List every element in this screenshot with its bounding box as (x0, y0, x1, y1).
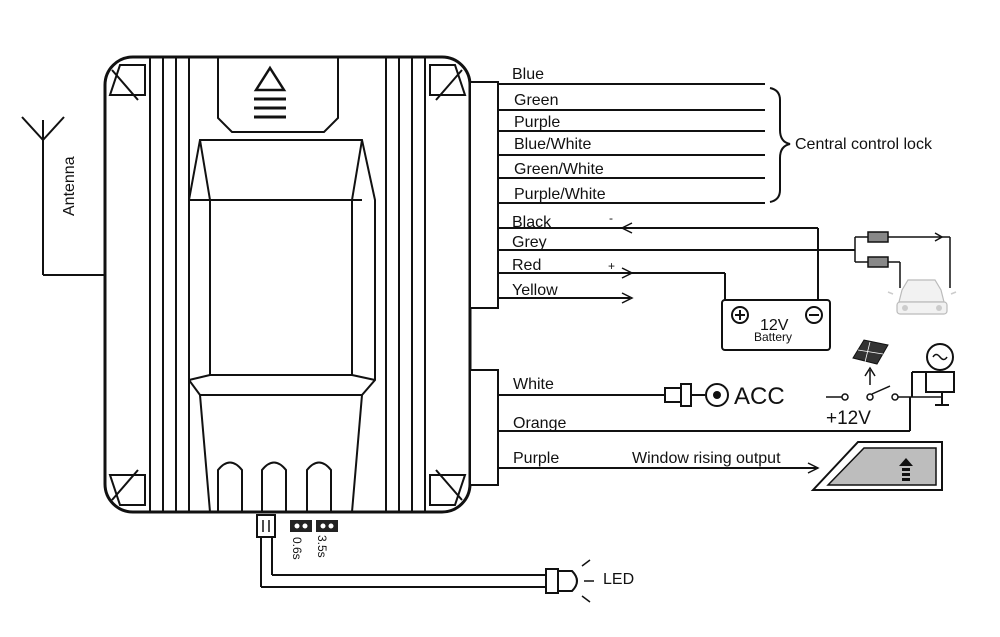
wire-label-green: Green (514, 92, 558, 109)
plus12v-label: +12V (826, 408, 871, 429)
solar-panel-icon (852, 339, 889, 365)
led-label: LED (603, 571, 634, 588)
wire-group-central-lock (498, 83, 791, 204)
wire-label-white: White (513, 376, 554, 393)
battery-label: Battery (754, 330, 792, 344)
bulb-icon (911, 343, 955, 406)
wire-label-black: Black (512, 214, 552, 231)
window-icon (810, 441, 943, 491)
light-relay (854, 231, 951, 288)
battery-icon (721, 299, 831, 351)
wire-label-purple-white: Purple/White (514, 186, 606, 203)
led-icon (545, 559, 594, 603)
wire-label-yellow: Yellow (512, 282, 558, 299)
acc-label: ACC (734, 383, 785, 410)
wire-label-blue: Blue (512, 66, 544, 83)
antenna-icon (21, 116, 105, 276)
window-output-label: Window rising output (632, 450, 781, 467)
wire-label-green-white: Green/White (514, 161, 604, 178)
wire-label-orange: Orange (513, 415, 566, 432)
led-wiring (256, 514, 550, 588)
battery-voltage: 12V (760, 317, 789, 334)
control-unit (103, 55, 499, 514)
jumper-label-3-5s: 3.5s (315, 535, 329, 558)
wire-label-red: Red (512, 257, 541, 274)
minus-sign: - (609, 211, 613, 225)
central-lock-label: Central control lock (795, 136, 933, 153)
wire-label-purple-window: Purple (513, 450, 559, 467)
wire-label-grey: Grey (512, 234, 547, 251)
wire-group-power (498, 222, 855, 304)
jumper-icon (290, 520, 338, 532)
acc-connector-icon (664, 383, 729, 407)
jumper-label-0-6s: 0.6s (290, 537, 304, 560)
wire-group-accessory (498, 394, 911, 474)
plus-sign: + (608, 259, 615, 273)
wire-label-purple: Purple (514, 114, 560, 131)
wire-label-blue-white: Blue/White (514, 136, 591, 153)
car-icon (887, 279, 957, 315)
antenna-label: Antenna (61, 156, 78, 216)
switch-icon (826, 366, 942, 401)
